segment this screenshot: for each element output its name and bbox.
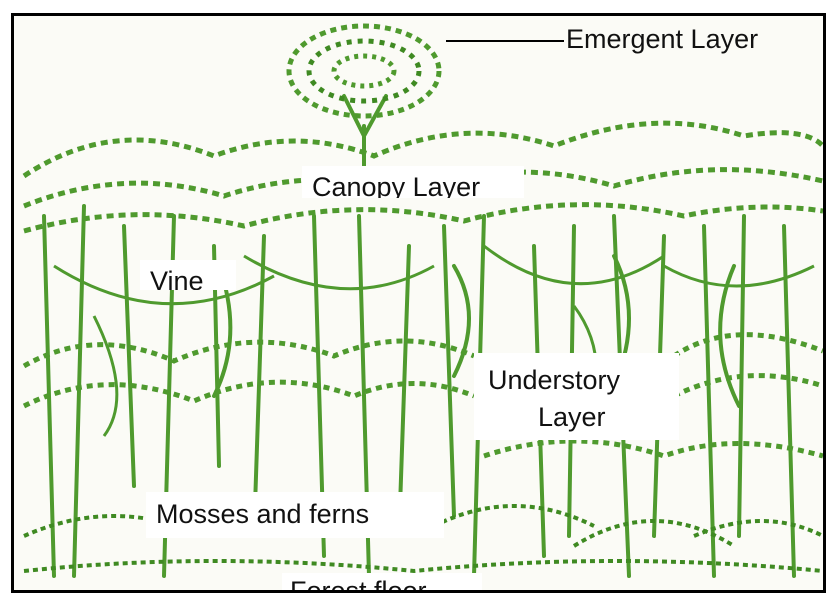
emergent-layer-label: Emergent Layer	[566, 26, 758, 53]
mosses-ferns-label: Mosses and ferns	[156, 501, 369, 528]
vine-label: Vine	[150, 268, 204, 290]
emergent-leader-line	[446, 40, 564, 42]
forest-floor-label-box: Forest floor	[282, 573, 482, 593]
mosses-label-box: Mosses and ferns	[146, 492, 444, 538]
canopy-label-box: Canopy Layer	[302, 166, 524, 198]
diagram-frame: Emergent Layer Canopy Layer Vine Underst…	[11, 13, 826, 593]
understory-label-line1: Understory	[488, 367, 620, 394]
emergent-crown	[289, 26, 439, 116]
understory-label-box: Understory Layer	[474, 353, 679, 440]
forest-floor-label: Forest floor	[290, 578, 427, 593]
canopy-layer-label: Canopy Layer	[312, 174, 480, 198]
understory-label-line2: Layer	[538, 404, 606, 431]
understory-foliage	[24, 335, 823, 456]
vine-label-box: Vine	[140, 260, 236, 290]
